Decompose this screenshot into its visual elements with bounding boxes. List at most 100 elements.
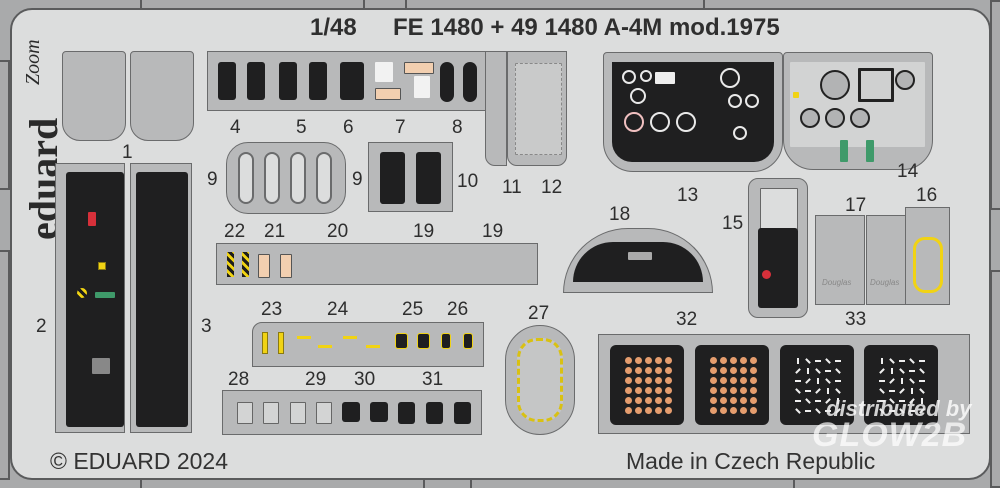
grid-dot [635,377,642,384]
grid-dot [645,397,652,404]
part-22-hazard [227,252,234,277]
part-30 [342,402,360,422]
console-display [92,358,110,374]
grid-dash [827,388,829,394]
part-number: 32 [676,309,698,330]
grid-dash [817,378,819,384]
part-27-ring [517,338,563,422]
part-1 [130,51,194,141]
grid-dot [625,367,632,374]
part-9-ring [316,152,332,204]
grid-dot [710,367,717,374]
grid-dot [720,387,727,394]
grid-dot [740,387,747,394]
grid-dot [665,397,672,404]
grid-dash [909,410,915,412]
grid-dot [655,407,662,414]
part-number: 17 [845,195,867,216]
gauge [650,112,670,132]
part-5-panel [279,62,297,100]
grid-dot [720,397,727,404]
part-18-display [628,252,652,260]
gauge [800,108,820,128]
part-9-ring [264,152,280,204]
grid-dot [750,377,757,384]
grid-dash [825,410,831,412]
gauge [895,70,915,90]
grid-dot [710,387,717,394]
frame-tab [470,478,795,488]
gauge-strip [95,292,115,298]
part-number: 6 [343,117,354,138]
part-8-knobs [440,62,454,102]
part-number: 14 [897,161,919,182]
grid-dash [815,400,821,402]
grid-dash [899,360,905,362]
part-4-panel [218,62,236,100]
grid-dot [655,367,662,374]
grid-dot [635,397,642,404]
part-number: 9 [207,169,218,190]
grid-dot [720,357,727,364]
part-30 [370,402,388,422]
part-number: 10 [457,171,479,192]
part-5-panel [309,62,327,100]
grid-dot [740,407,747,414]
gauge [850,108,870,128]
warning-light [88,212,96,226]
part-number: 21 [264,221,286,242]
grid-dot [665,387,672,394]
warning-light [793,92,799,98]
yellow-switch [98,262,106,270]
grid-dot [645,357,652,364]
part-21-placard [258,254,270,278]
part-6-panel [340,62,364,100]
part-24-tee [318,345,332,348]
grid-dash [797,358,799,364]
grid-dash [795,400,801,402]
part-number: 23 [261,299,283,320]
part-8-knobs [463,62,477,102]
part-31 [454,402,471,424]
gauge-strip [840,140,848,162]
part-3-console [136,172,188,427]
part-number: 31 [422,369,444,390]
part-number: 18 [609,204,631,225]
frame-tab [0,60,10,190]
gauge [825,108,845,128]
part-9-ring [238,152,254,204]
grid-dash [921,398,923,404]
part-4-panel [247,62,265,100]
part-number: 19 [482,221,504,242]
grid-dot [750,357,757,364]
part-number: 28 [228,369,250,390]
grid-dot [645,387,652,394]
gauge-strip [866,140,874,162]
grid-dash [901,378,903,384]
grid-dot [635,357,642,364]
part-number: 19 [413,221,435,242]
part-28 [263,402,279,424]
grid-dot [730,387,737,394]
frame-tab [990,0,1000,210]
hazard-marking [77,288,87,298]
part-16-buckle [913,237,943,293]
part-number: 24 [327,299,349,320]
part-number: 8 [452,117,463,138]
part-number: 25 [402,299,424,320]
part-10-placard [380,152,405,204]
origin-text: Made in Czech Republic [626,448,876,474]
part-7-placard [375,88,401,100]
seat-brand-text: Douglas [822,278,852,287]
part-10-placard [416,152,441,204]
part-18-panel [573,242,703,282]
part-12-plate [515,63,562,155]
grid-dot [720,407,727,414]
part-number: 9 [352,169,363,190]
grid-dot [625,387,632,394]
part-31 [426,402,443,424]
part-11 [485,51,507,166]
part-2-console [66,172,124,427]
part-13-instrument-panel [612,62,774,162]
grid-dot [740,377,747,384]
